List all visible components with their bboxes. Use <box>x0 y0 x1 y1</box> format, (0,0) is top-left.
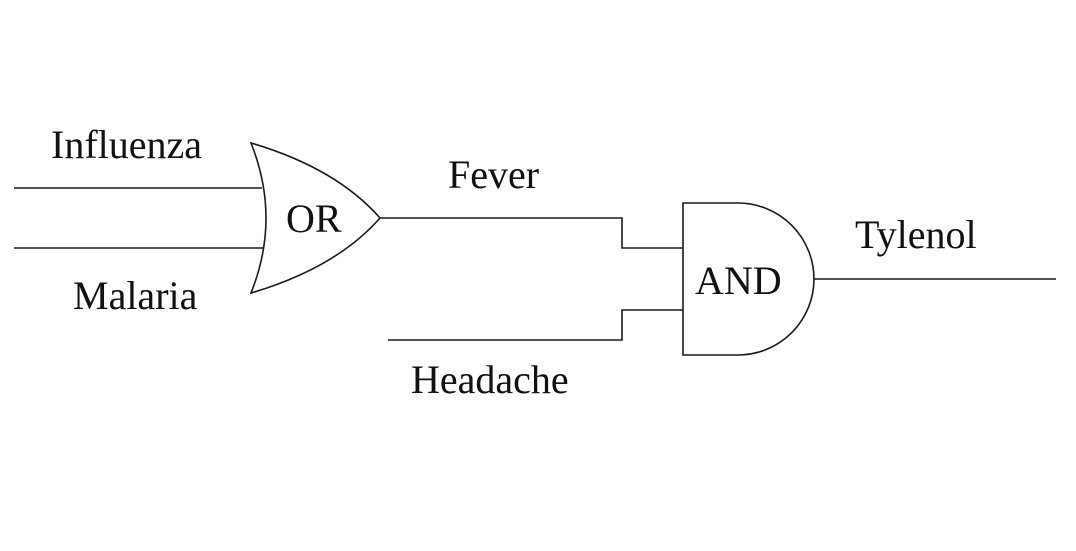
fever-wire <box>380 217 683 249</box>
and-gate-label: AND <box>695 258 782 303</box>
headache-wire <box>388 309 683 341</box>
fever-label: Fever <box>448 152 539 197</box>
or-gate <box>249 141 382 295</box>
headache-label: Headache <box>411 357 569 402</box>
or-gate-label: OR <box>286 196 342 241</box>
malaria-label: Malaria <box>73 273 198 318</box>
and-gate <box>682 202 815 356</box>
tylenol-label: Tylenol <box>855 212 977 257</box>
influenza-label: Influenza <box>51 122 202 167</box>
